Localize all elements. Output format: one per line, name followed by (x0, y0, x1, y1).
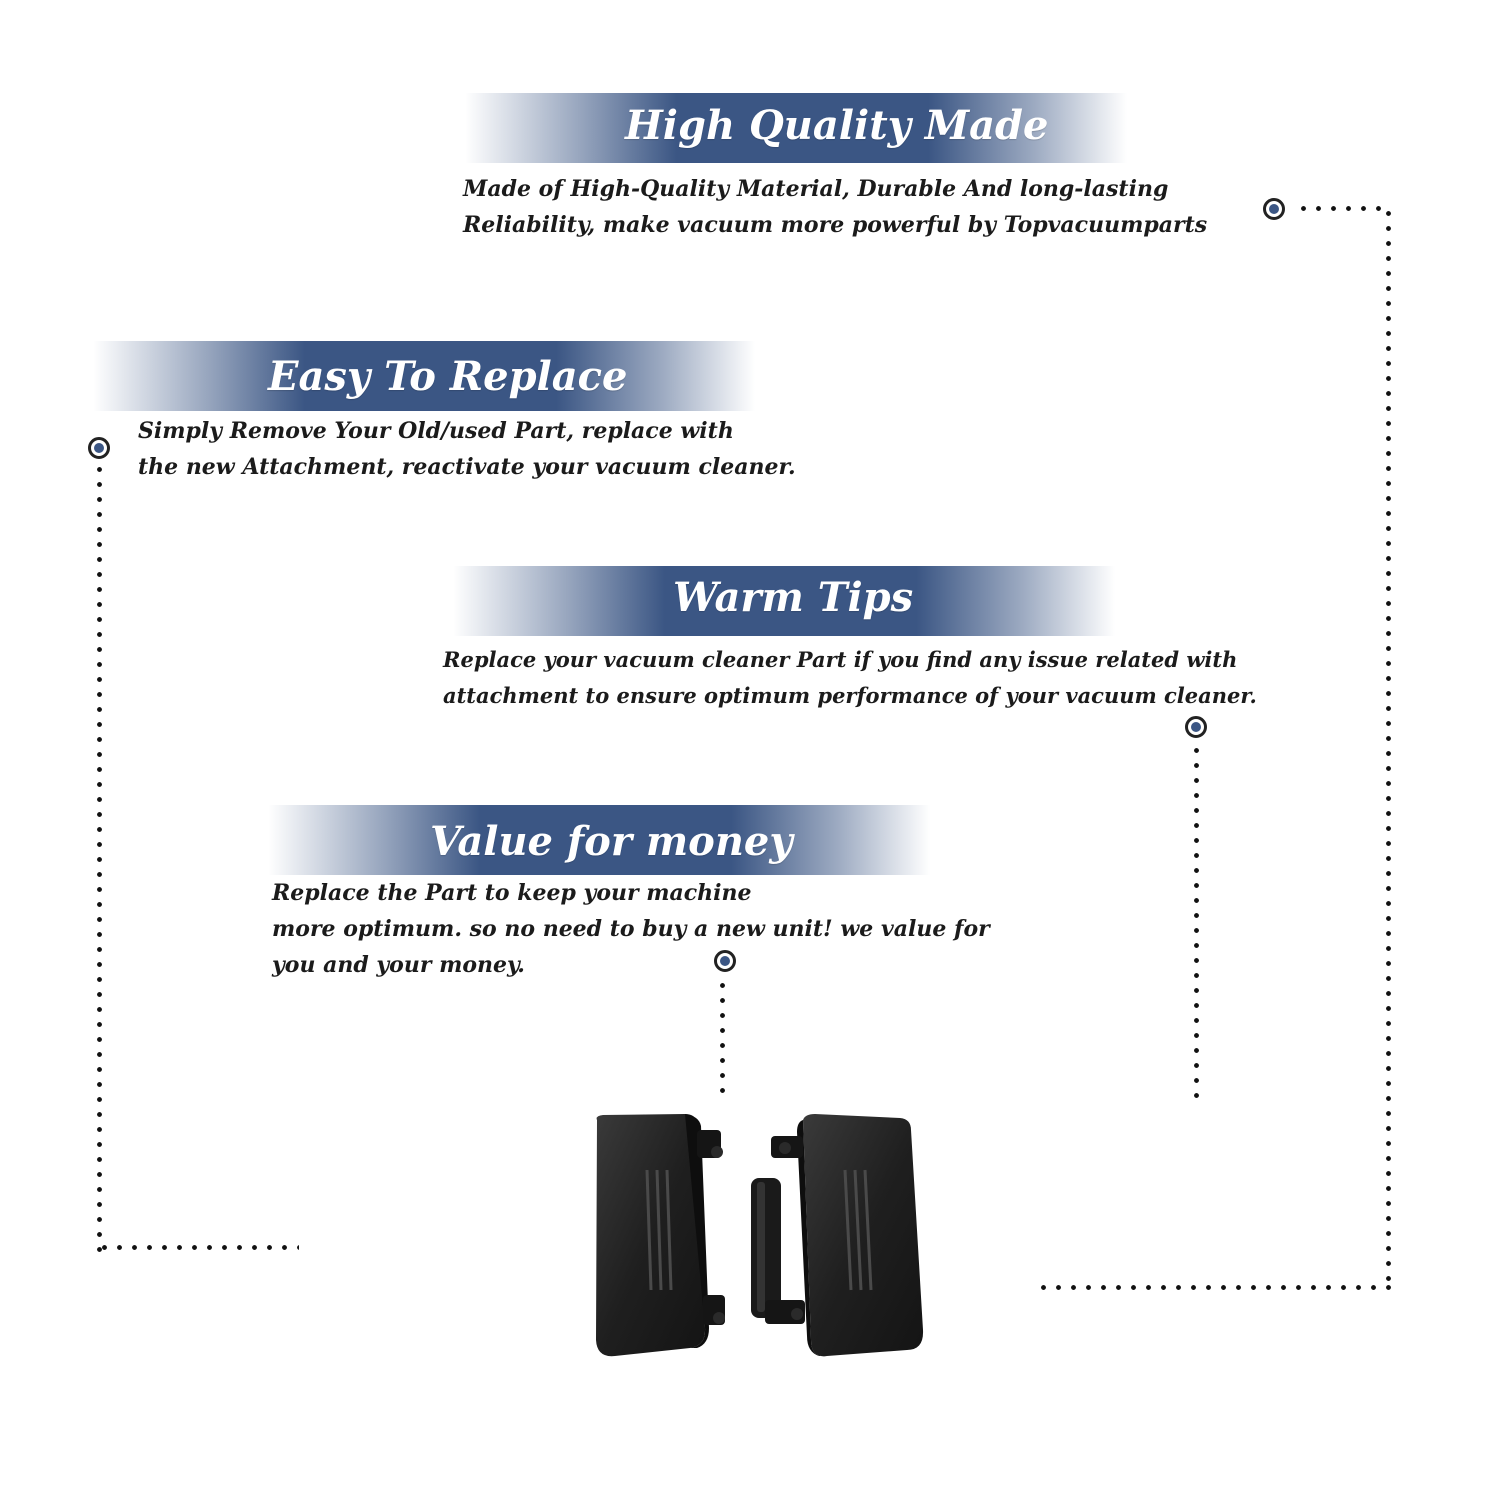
vacuum-part-pair-image (596, 1114, 924, 1357)
title-warm-tips: Warm Tips (673, 574, 914, 621)
target-dot-icon (88, 437, 110, 459)
banner-easy-replace (93, 341, 755, 411)
banner-value-money (268, 805, 930, 875)
connector-line (1296, 206, 1390, 211)
desc-warm-tips: Replace your vacuum cleaner Part if you … (443, 642, 1257, 714)
connector-line (1194, 743, 1199, 1108)
title-high-quality: High Quality Made (625, 102, 1049, 149)
desc-easy-replace: Simply Remove Your Old/used Part, replac… (138, 413, 796, 485)
banner-warm-tips (453, 566, 1115, 636)
desc-line: Reliability, make vacuum more powerful b… (463, 212, 1208, 238)
connector-line (720, 978, 725, 1093)
desc-line: attachment to ensure optimum performance… (443, 683, 1257, 708)
desc-line: you and your money. (272, 952, 525, 978)
target-dot-icon (1263, 198, 1285, 220)
connector-line (1036, 1285, 1391, 1290)
desc-line: Made of High-Quality Material, Durable A… (463, 176, 1169, 202)
desc-line: Simply Remove Your Old/used Part, replac… (138, 418, 734, 444)
desc-line: the new Attachment, reactivate your vacu… (138, 454, 796, 480)
desc-value-money: Replace the Part to keep your machine mo… (272, 875, 990, 983)
banner-high-quality (465, 93, 1127, 163)
desc-high-quality: Made of High-Quality Material, Durable A… (463, 171, 1207, 243)
target-dot-icon (714, 950, 736, 972)
target-dot-icon (1185, 716, 1207, 738)
desc-line: Replace your vacuum cleaner Part if you … (443, 647, 1238, 672)
connector-line (97, 1245, 299, 1250)
connector-line (1386, 206, 1391, 1291)
desc-line: Replace the Part to keep your machine (272, 880, 752, 906)
desc-line: more optimum. so no need to buy a new un… (272, 916, 990, 942)
connector-line (97, 462, 102, 1252)
title-value-money: Value for money (430, 818, 793, 865)
title-easy-replace: Easy To Replace (268, 353, 628, 400)
